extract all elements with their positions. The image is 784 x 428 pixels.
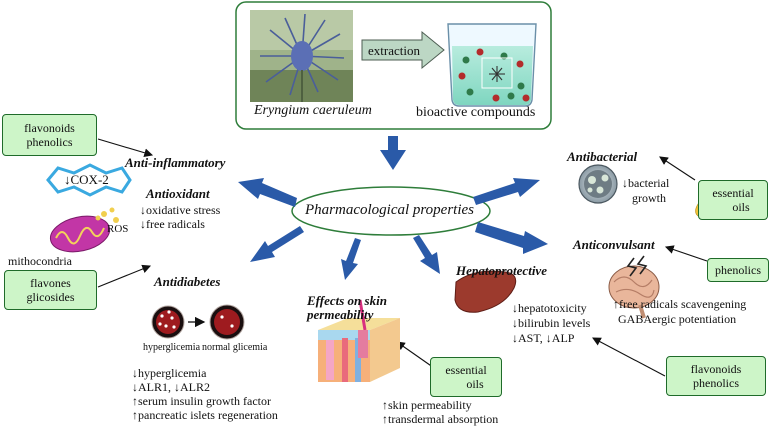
skin-title-line2: permeability — [307, 307, 374, 322]
antioxidant-effect: ↓oxidative stress — [140, 203, 221, 217]
brain-icon — [608, 255, 660, 319]
source-line: essential — [712, 186, 754, 200]
hyperglycemia-label: hyperglicemia — [143, 342, 201, 353]
hepatoprotective-effect: ↓hepatotoxicity — [512, 301, 587, 315]
antibacterial-title: Antibacterial — [567, 149, 638, 164]
source-box-antibacterial: essential oils — [698, 180, 768, 220]
center-label: Pharmacological properties — [305, 202, 475, 218]
cox2-badge — [46, 163, 132, 197]
skin-title-line1: Effects on skin — [307, 293, 387, 308]
antidiabetes-effect: ↑pancreatic islets regeneration — [132, 408, 278, 422]
beaker — [447, 23, 537, 107]
antidiabetes-effect: ↓hyperglicemia — [132, 366, 207, 380]
blue-arrows — [238, 136, 548, 280]
source-box-anti-inflammatory: flavonoids phenolics — [2, 114, 97, 156]
antibacterial-effect: ↓bacterial — [622, 176, 670, 190]
cox2-label: ↓COX-2 — [64, 172, 109, 187]
mitochondria-icon — [49, 207, 119, 253]
source-box-skin: essential oils — [430, 357, 502, 397]
skin-effect: ↑skin permeability — [382, 398, 472, 412]
arrow-top — [380, 136, 406, 170]
extraction-label: extraction — [368, 43, 420, 58]
extraction-arrow — [361, 30, 445, 70]
antioxidant-effect: ↓free radicals — [140, 217, 205, 231]
plant-label: Eryngium caeruleum — [254, 103, 372, 118]
center-ellipse — [291, 186, 491, 236]
normal-glycemia-cell — [209, 304, 245, 340]
anti-inflammatory-title: Anti-inflammatory — [125, 155, 226, 170]
petri-dish-icon — [578, 164, 618, 204]
hyperglycemia-cell — [151, 305, 185, 339]
anticonvulsant-effect: ↑free radicals scavengening — [613, 297, 747, 311]
source-box-hepatoprotective: flavonoids phenolics — [666, 356, 766, 396]
anticonvulsant-effect: GABAergic potentiation — [618, 312, 737, 326]
antidiabetes-effect: ↑serum insulin growth factor — [132, 394, 271, 408]
bioactive-compounds-label: bioactive compounds — [416, 105, 536, 120]
skin-effect: ↑transdermal absorption — [382, 412, 499, 426]
source-line: phenolics — [715, 263, 761, 277]
plant-photo — [250, 10, 353, 102]
source-line: phenolics — [26, 135, 73, 149]
antidiabetes-effect: ↓ALR1, ↓ALR2 — [132, 380, 210, 394]
source-line: flavones — [30, 276, 71, 290]
source-line: phenolics — [693, 376, 739, 390]
source-box-anticonvulsant: phenolics — [707, 258, 769, 282]
skin-illustration — [318, 299, 400, 382]
source-line: flavonoids — [24, 121, 75, 135]
liver-icon — [454, 270, 517, 313]
source-box-antidiabetes: flavones glicosides — [4, 270, 97, 310]
source-line: oils — [466, 377, 484, 391]
antidiabetes-title: Antidiabetes — [154, 274, 221, 289]
source-line: oils — [732, 200, 750, 214]
hepatoprotective-effect: ↓bilirubin levels — [512, 316, 591, 330]
hepatoprotective-effect: ↓AST, ↓ALP — [512, 331, 575, 345]
antioxidant-title: Antioxidant — [146, 186, 210, 201]
source-line: essential — [445, 363, 487, 377]
antibacterial-effect: growth — [632, 191, 666, 205]
normal-glycemia-label: normal glicemia — [202, 342, 268, 353]
ros-label: ROS — [107, 223, 129, 235]
anticonvulsant-title: Anticonvulsant — [573, 237, 655, 252]
hepatoprotective-title: Hepatoprotective — [456, 263, 547, 278]
source-line: glicosides — [26, 290, 75, 304]
source-line: flavonoids — [690, 362, 742, 376]
mitochondria-label: mithocondria — [8, 254, 72, 268]
